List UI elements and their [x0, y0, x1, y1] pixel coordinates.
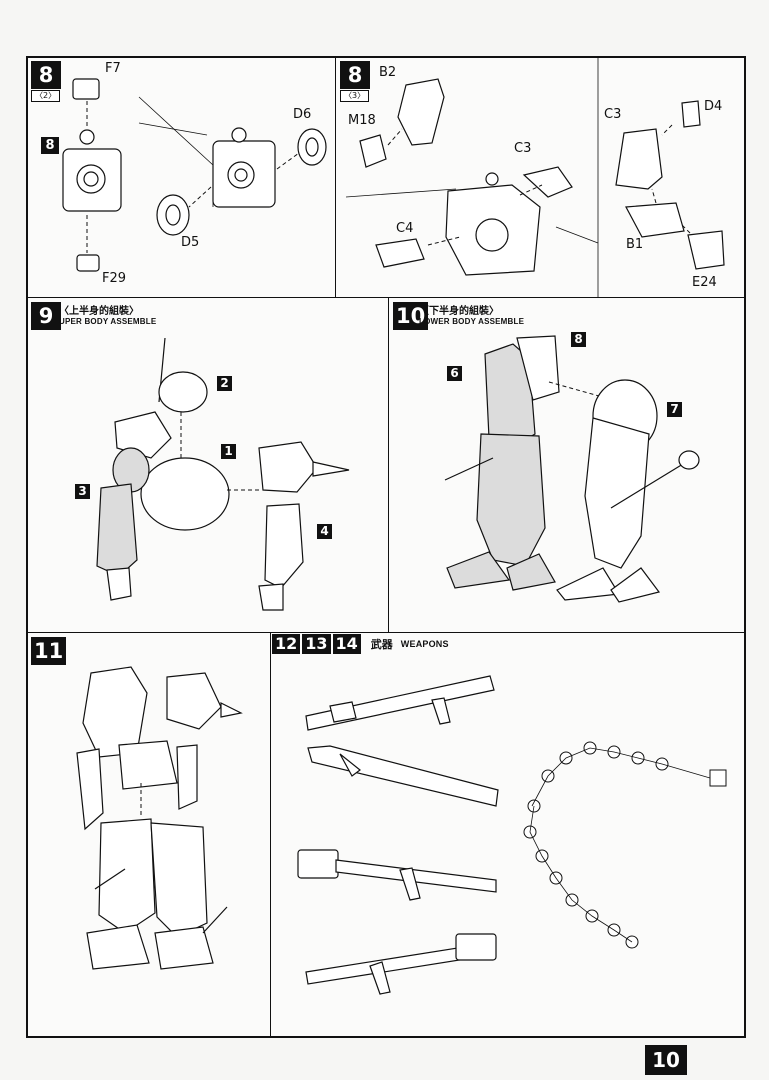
step-badge: 8: [340, 61, 370, 89]
step-badge-12: 12: [272, 634, 301, 654]
step10-illustration: [444, 335, 700, 603]
step-badge: 9: [31, 302, 61, 330]
step8-sub3-panel: 8 〈3〉 B2 M18 C3 C4 C3 D4 B1 E24: [335, 56, 746, 298]
step-badge-13: 13: [302, 634, 331, 654]
step-title-en: LOWER BODY ASSEMBLE: [419, 317, 525, 326]
callout-3: 3: [75, 484, 90, 499]
part-label-b1: B1: [626, 237, 644, 252]
callout-6: 6: [447, 366, 462, 381]
callout-8: 8: [571, 332, 586, 347]
part-label-m18: M18: [348, 113, 376, 128]
part-label-c3-right: C3: [604, 107, 622, 122]
inset-step-badge: 8: [41, 137, 59, 154]
step-title-en: UPER BODY ASSEMBLE: [59, 317, 157, 326]
step8a-illustration: [62, 78, 327, 272]
weapons-panel: [270, 632, 746, 1038]
step-title-cn: 〈上半身的組裝〉: [59, 306, 139, 317]
part-label-f7: F7: [105, 61, 121, 76]
callout-4: 4: [317, 524, 332, 539]
part-label-b2: B2: [379, 65, 397, 80]
page-number: 10: [645, 1045, 687, 1075]
part-label-c3: C3: [514, 141, 532, 156]
step-badge: 10: [393, 302, 429, 330]
step-title-cn: 〈下半身的組裝〉: [419, 306, 499, 317]
sub-step-badge: 〈3〉: [340, 90, 370, 102]
callout-7: 7: [667, 402, 682, 417]
sub-step-badge: 〈2〉: [31, 90, 61, 102]
callout-2: 2: [217, 376, 232, 391]
step8b-illustration: [345, 57, 725, 297]
callout-1: 1: [221, 444, 236, 459]
part-label-d4: D4: [704, 99, 723, 114]
step11-panel: 11: [26, 632, 271, 1038]
part-label-f29: F29: [102, 271, 127, 286]
part-label-c4: C4: [396, 221, 414, 236]
step9-illustration: [96, 337, 350, 611]
part-label-e24: E24: [692, 275, 717, 290]
step11-illustration: [76, 666, 243, 970]
step9-panel: 9 〈上半身的組裝〉 UPER BODY ASSEMBLE 2 1 3 4: [26, 297, 389, 633]
part-label-d6: D6: [293, 107, 312, 122]
weapons-header: 12 13 14 武器 WEAPONS: [272, 634, 449, 654]
step10-panel: 10 〈下半身的組裝〉 LOWER BODY ASSEMBLE 8 6 7: [388, 297, 746, 633]
step-badge-14: 14: [332, 634, 361, 654]
part-label-d5: D5: [181, 235, 200, 250]
step-badge: 8: [31, 61, 61, 89]
weapons-title-en: WEAPONS: [400, 639, 449, 649]
weapons-title-cn: 武器: [370, 638, 393, 651]
step-badge: 11: [31, 637, 67, 665]
